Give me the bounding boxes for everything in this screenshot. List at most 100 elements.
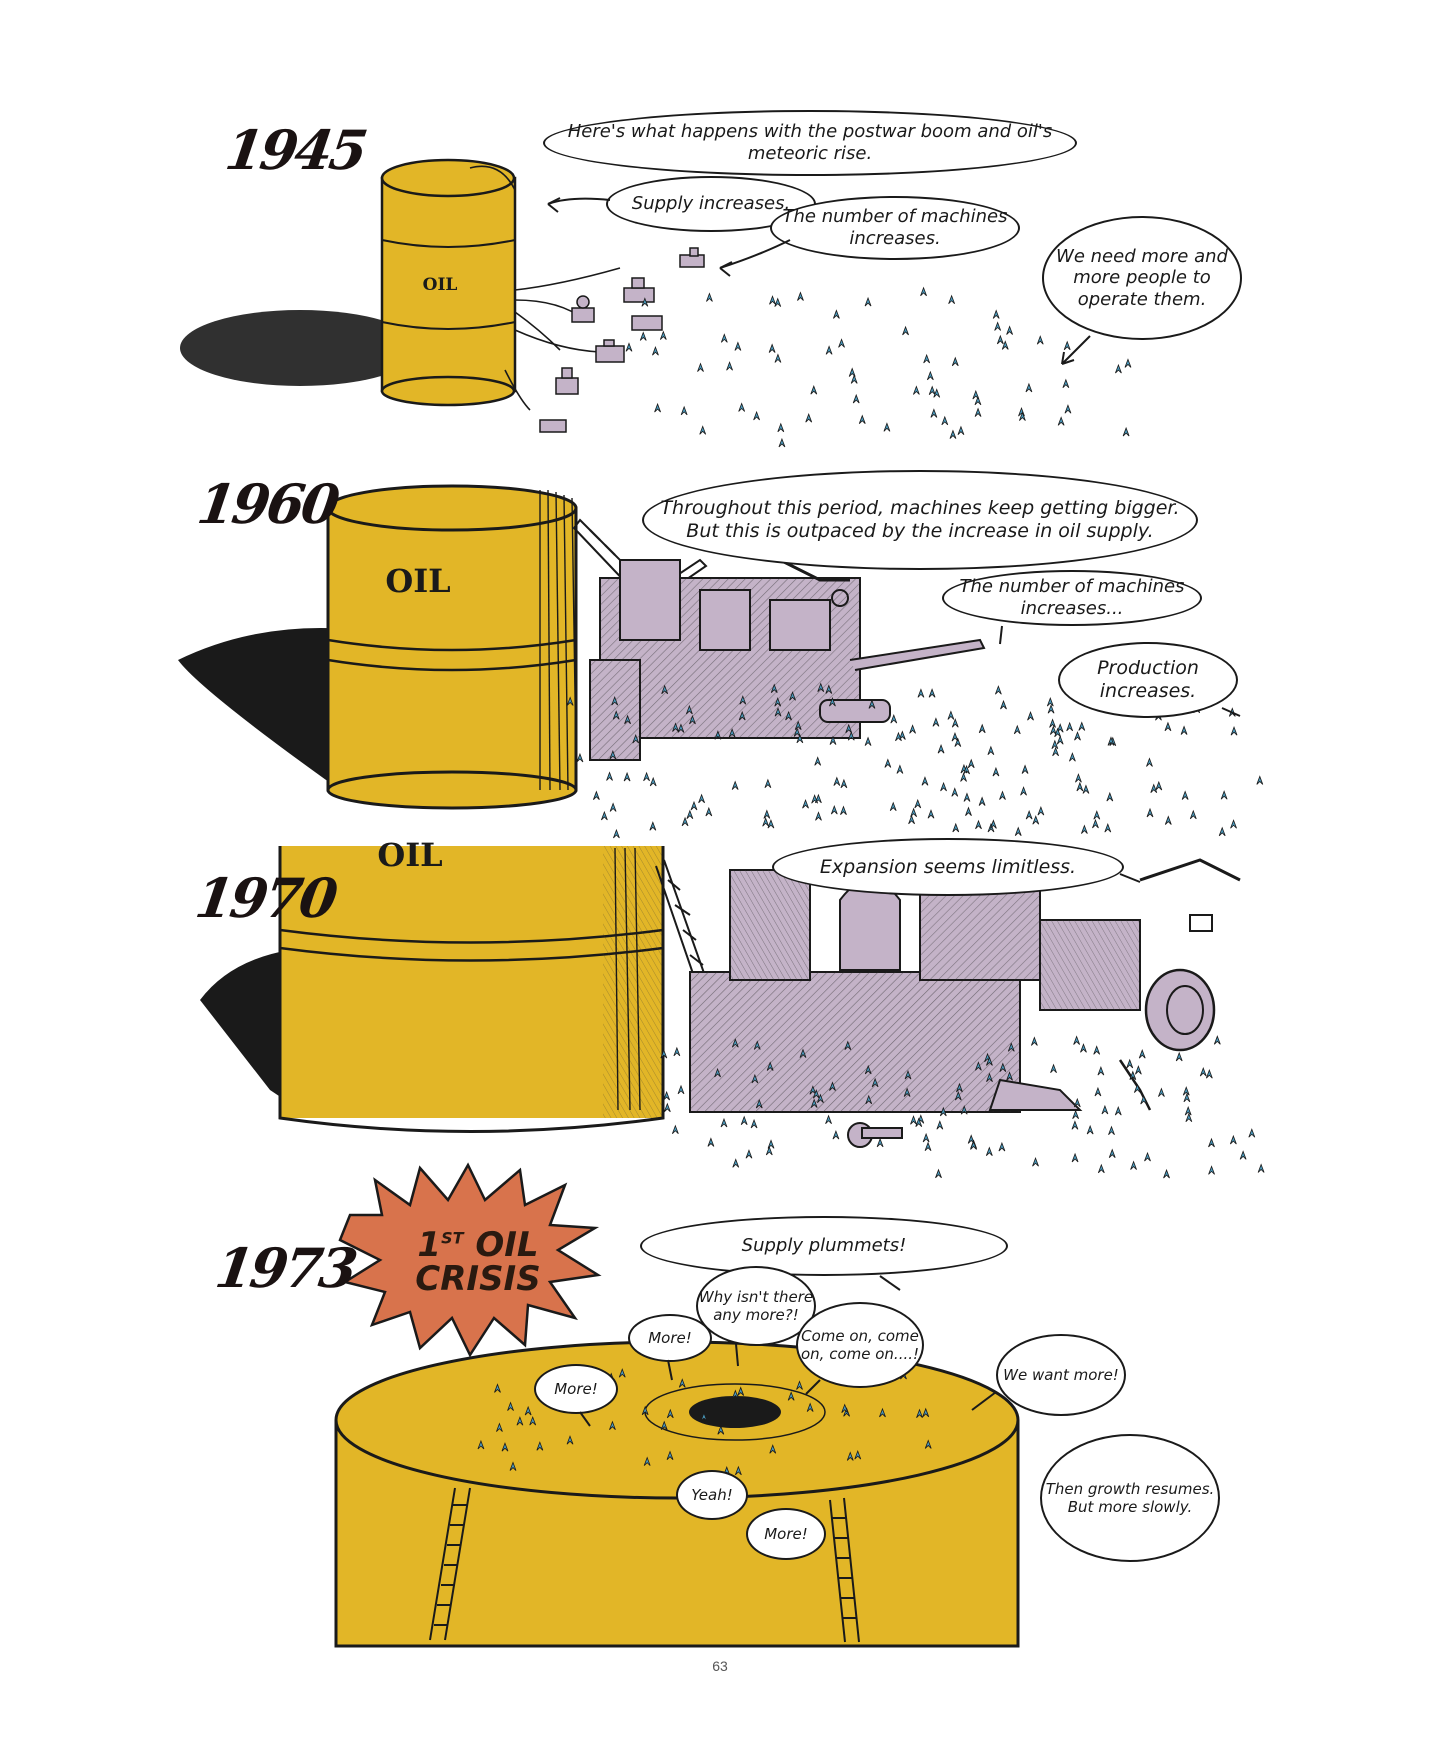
year-label-1945: 1945 [221, 118, 369, 182]
worker-figure [1025, 382, 1033, 393]
speech-bubble-need-more-people: We need more and more people to operate … [1042, 216, 1242, 340]
worker-figure [797, 291, 804, 301]
worker-figure [641, 1405, 649, 1416]
worker-figure [1256, 775, 1264, 785]
worker-figure [1130, 1160, 1137, 1170]
worker-figure [1230, 726, 1238, 736]
crisis-ordinal-suffix: ST [441, 1228, 464, 1248]
worker-figure [1129, 1070, 1137, 1080]
worker-figure [1144, 1151, 1151, 1162]
worker-figure [1027, 711, 1034, 721]
worker-figure [817, 1093, 824, 1103]
barrel-1960-shadow [178, 628, 370, 790]
worker-figure [769, 295, 776, 305]
worker-figure [896, 764, 904, 774]
worker-figure [975, 819, 982, 830]
worker-figure [1114, 1105, 1122, 1116]
worker-figure [865, 1094, 873, 1105]
worker-figure [978, 796, 986, 806]
worker-figure [1097, 1065, 1105, 1076]
worker-figure [1097, 1163, 1105, 1174]
worker-figure [666, 1408, 674, 1419]
worker-figure [1056, 735, 1064, 745]
worker-figure [1205, 1069, 1213, 1079]
worker-figure [1020, 786, 1027, 796]
crisis-line-oil: OIL [475, 1225, 539, 1265]
barrel-label: OIL [377, 836, 442, 874]
worker-figure [910, 1115, 917, 1125]
worker-figure [951, 731, 959, 742]
worker-figure [613, 828, 620, 839]
worker-figure [793, 727, 801, 737]
worker-figure [576, 752, 584, 763]
worker-figure [1213, 1035, 1221, 1045]
worker-figure [1181, 790, 1189, 800]
worker-figure [536, 1441, 544, 1451]
worker-figure [1146, 757, 1153, 767]
worker-figure [963, 764, 970, 775]
worker-figure [639, 331, 647, 341]
worker-figure [840, 778, 848, 789]
speech-bubble-more-3: More! [746, 1508, 826, 1560]
worker-figure [765, 1145, 773, 1156]
worker-figure [1019, 411, 1026, 421]
worker-figure [841, 1403, 849, 1413]
worker-figure [898, 730, 906, 740]
worker-figure [796, 733, 804, 744]
worker-figure [926, 370, 934, 381]
worker-figure [1051, 739, 1059, 750]
worker-figure [566, 696, 574, 706]
worker-figure [846, 1451, 854, 1461]
worker-figure [954, 737, 962, 747]
worker-figure [625, 342, 633, 352]
worker-figure [663, 1102, 671, 1113]
year-label-1970: 1970 [191, 866, 339, 930]
worker-figure [770, 683, 778, 693]
worker-figure [593, 790, 600, 800]
worker-figure [1163, 1168, 1170, 1179]
worker-figure [1049, 718, 1056, 728]
crisis-starburst-text: 1ST OIL CRISIS [398, 1228, 558, 1296]
ladder-right [829, 1497, 860, 1643]
worker-figure [686, 809, 694, 819]
worker-figure [970, 1140, 977, 1150]
worker-figure [924, 1439, 932, 1449]
worker-figure [609, 750, 617, 760]
worker-figure [1021, 764, 1029, 774]
worker-figure [717, 1425, 725, 1435]
worker-figure [978, 723, 986, 734]
worker-figure [1013, 724, 1021, 735]
worker-figure [673, 1046, 681, 1057]
worker-figure [960, 772, 967, 782]
worker-figure [951, 787, 959, 797]
worker-figure [762, 817, 770, 827]
worker-figure [1064, 404, 1072, 414]
worker-figure [815, 811, 822, 821]
worker-figure [1257, 1163, 1265, 1173]
worker-figure [705, 806, 713, 817]
worker-figure [612, 710, 620, 720]
worker-figure [1134, 1065, 1142, 1075]
worker-figure [1133, 1083, 1141, 1093]
crisis-line-crisis: CRISIS [415, 1259, 541, 1299]
panel-1970-art: OIL [200, 836, 1265, 1179]
worker-figure [1014, 826, 1022, 836]
worker-figure [963, 792, 971, 802]
worker-figure [810, 1098, 818, 1108]
worker-figure [660, 1048, 668, 1059]
worker-figure [972, 389, 980, 400]
oil-barrel-1945: OIL [380, 158, 517, 407]
worker-figure [766, 1061, 774, 1071]
worker-figure [829, 696, 836, 707]
worker-figure [1094, 1086, 1102, 1097]
worker-figure [769, 1444, 777, 1454]
worker-figure [659, 330, 667, 340]
worker-figure [649, 776, 657, 787]
worker-figure [825, 1114, 832, 1125]
speech-bubble-more-2: More! [534, 1364, 618, 1414]
worker-figure [812, 1089, 820, 1099]
worker-figure [753, 410, 760, 421]
worker-figure [1050, 1063, 1057, 1074]
